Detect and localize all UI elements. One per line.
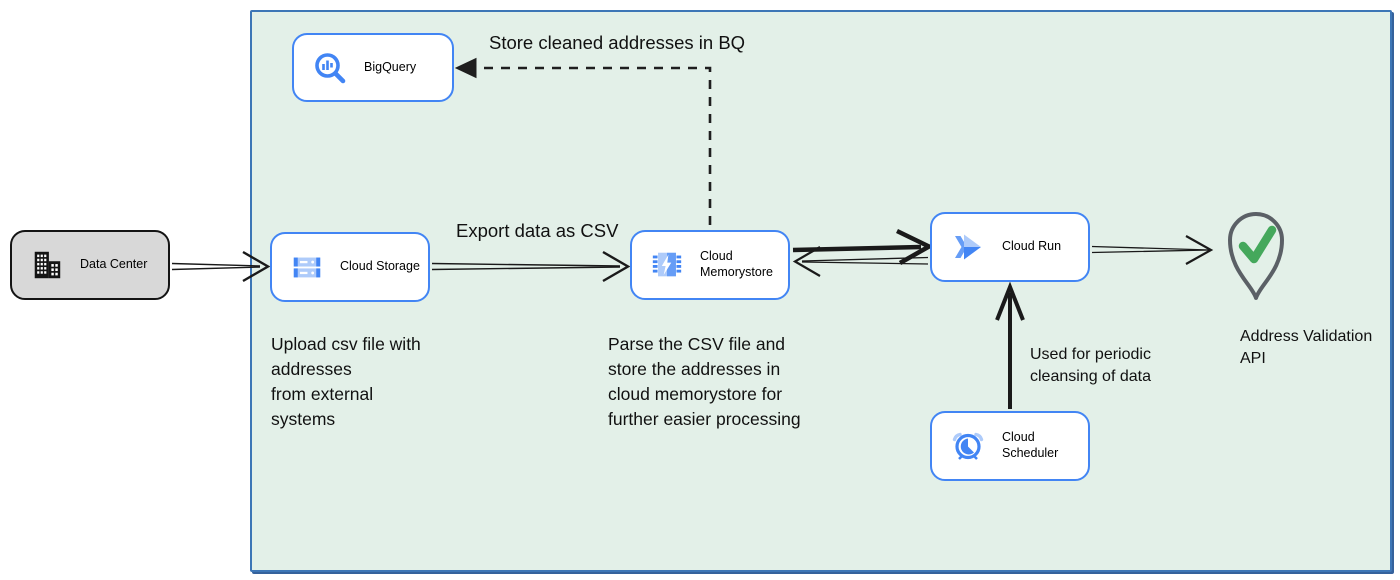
- cloud-memorystore-icon: [650, 248, 684, 282]
- cloud-storage-icon: [290, 250, 324, 284]
- node-label: Data Center: [80, 257, 148, 272]
- node-label: Cloud Run: [1002, 239, 1062, 254]
- gcp-boundary-box: [250, 10, 1392, 572]
- edge-label-store-bq: Store cleaned addresses in BQ: [489, 32, 746, 53]
- label-address-validation-api: Address Validation API: [1240, 328, 1373, 367]
- node-cloud-storage[interactable]: Cloud Storage: [270, 232, 430, 302]
- cloud-run-icon: [950, 229, 986, 265]
- cloud-scheduler-icon: [950, 428, 986, 464]
- node-label: BigQuery: [364, 59, 417, 74]
- node-data-center[interactable]: Data Center: [10, 230, 170, 300]
- bigquery-icon: [312, 50, 348, 86]
- node-cloud-run[interactable]: Cloud Run: [930, 212, 1090, 282]
- data-center-icon: [30, 248, 64, 282]
- node-bigquery[interactable]: BigQuery: [292, 33, 454, 102]
- edge-label-export-csv: Export data as CSV: [456, 220, 619, 241]
- node-label: Cloud Memorystore: [700, 249, 773, 279]
- node-cloud-memorystore[interactable]: Cloud Memorystore: [630, 230, 790, 300]
- edge-label-periodic-cleansing: Used for periodic cleansing of data: [1030, 346, 1151, 385]
- annotation-parse-csv: Parse the CSV file and store the address…: [608, 334, 801, 429]
- node-label: Cloud Storage: [340, 259, 420, 274]
- annotation-upload-csv: Upload csv file with addresses from exte…: [271, 334, 421, 429]
- node-cloud-scheduler[interactable]: Cloud Scheduler: [930, 411, 1090, 481]
- node-label: Cloud Scheduler: [1002, 430, 1059, 460]
- address-validation-pin-icon[interactable]: [1222, 206, 1290, 304]
